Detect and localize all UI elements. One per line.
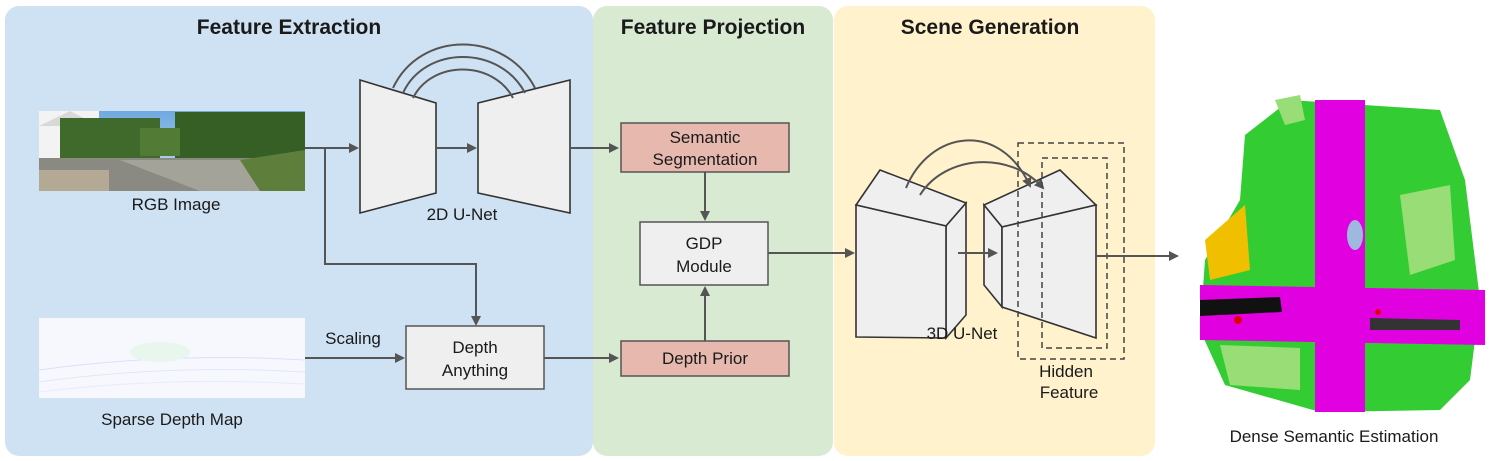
unet3d-skip-2 xyxy=(919,161,1045,196)
hidden-feature-label-line1: Hidden xyxy=(1039,362,1093,381)
rgb-to-depth-anything-arrow xyxy=(324,148,481,326)
unet2d-skip-2 xyxy=(402,56,526,94)
sparse-depth-map-image xyxy=(38,318,306,398)
unet2d-skip-3 xyxy=(412,68,514,99)
unet2d-label: 2D U-Net xyxy=(427,205,498,224)
hidden-feature-outer-dashed xyxy=(1017,142,1125,360)
semantic-segmentation-label-line2: Segmentation xyxy=(653,150,758,169)
hidden-feature-inner-dashed xyxy=(1041,157,1108,349)
scaling-label: Scaling xyxy=(325,329,381,348)
unet2d-skip-1 xyxy=(392,43,536,89)
semantic-segmentation-label-line1: Semantic xyxy=(670,128,741,147)
feature-projection-title: Feature Projection xyxy=(621,16,805,39)
feature-extraction-title: Feature Extraction xyxy=(197,16,381,39)
scene-generation-title: Scene Generation xyxy=(901,16,1080,39)
gdp-module-label-line2: Module xyxy=(676,257,732,276)
unet3d-encoder xyxy=(854,169,968,341)
unet3d-label: 3D U-Net xyxy=(927,324,998,343)
depth-anything-label-line1: Depth xyxy=(452,338,497,357)
sparse-depth-map-label: Sparse Depth Map xyxy=(101,410,243,429)
semantic-segmentation-box xyxy=(620,122,790,173)
unet2d-encoder xyxy=(359,78,437,215)
unet2d-decoder xyxy=(477,78,571,214)
unet3d-decoder xyxy=(982,169,1098,340)
depth-prior-box xyxy=(620,340,790,377)
hidden-feature-label-line2: Feature xyxy=(1040,383,1099,402)
rgb-image xyxy=(39,111,305,191)
depth-anything-box xyxy=(405,325,545,390)
depth-prior-label: Depth Prior xyxy=(662,349,748,368)
dense-semantic-estimation-image xyxy=(1200,95,1485,412)
gdp-module-label-line1: GDP xyxy=(686,234,723,253)
depth-anything-label-line2: Anything xyxy=(442,361,508,380)
dense-semantic-estimation-label: Dense Semantic Estimation xyxy=(1230,427,1439,446)
rgb-image-label: RGB Image xyxy=(132,195,221,214)
gdp-module-box xyxy=(639,221,769,286)
